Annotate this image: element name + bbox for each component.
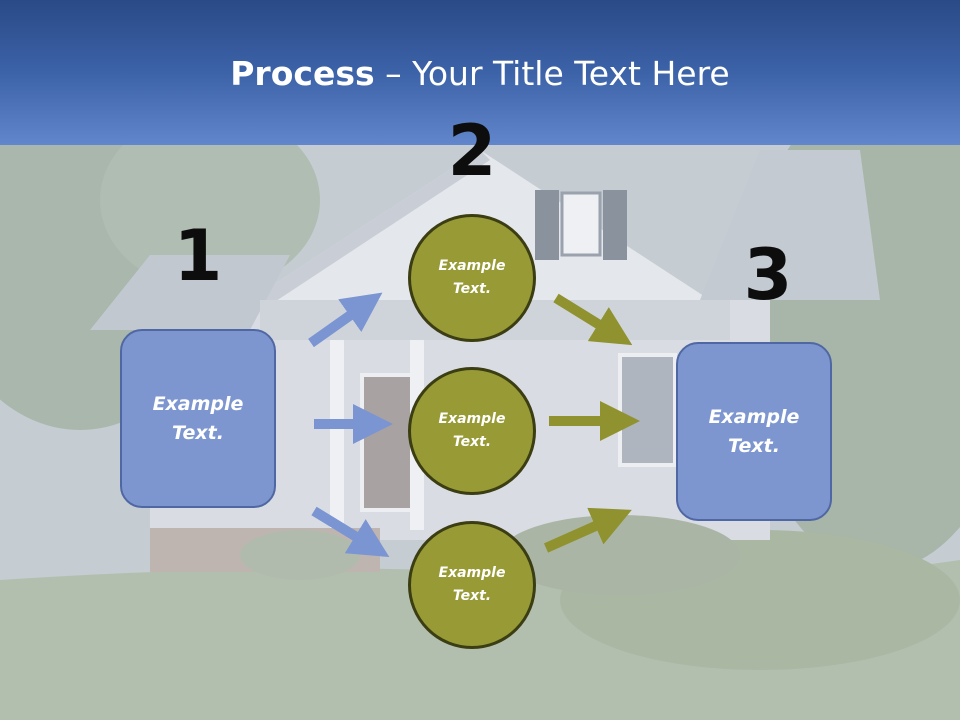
title-band: Process – Your Title Text Here bbox=[0, 0, 960, 145]
arrow-circle-top-to-box bbox=[553, 293, 633, 346]
right-process-box[interactable]: Example Text. bbox=[676, 342, 832, 521]
circle-bottom-line-2: Text. bbox=[452, 588, 492, 604]
arrow-box-to-circle-bottom bbox=[311, 506, 390, 558]
arrow-box-to-circle-top bbox=[308, 292, 383, 348]
circle-middle[interactable]: Example Text. bbox=[408, 367, 536, 495]
step-number-3: 3 bbox=[743, 234, 793, 316]
step-number-1: 1 bbox=[173, 215, 223, 297]
circle-bottom-label: Example Text. bbox=[439, 562, 506, 608]
right-box-line-2: Text. bbox=[728, 434, 780, 457]
slide-title: Process – Your Title Text Here bbox=[0, 52, 960, 96]
right-box-line-1: Example bbox=[708, 405, 800, 428]
left-box-line-2: Text. bbox=[172, 421, 224, 444]
circle-top-line-1: Example bbox=[438, 258, 506, 274]
circle-top-label: Example Text. bbox=[439, 255, 506, 301]
step-number-2: 2 bbox=[447, 110, 497, 192]
right-box-label: Example Text. bbox=[709, 403, 800, 461]
title-strong-part: Process bbox=[230, 54, 375, 93]
left-box-line-1: Example bbox=[152, 392, 244, 415]
title-rest-part: – Your Title Text Here bbox=[374, 54, 730, 93]
circle-top[interactable]: Example Text. bbox=[408, 214, 536, 342]
circle-top-line-2: Text. bbox=[452, 281, 492, 297]
left-process-box[interactable]: Example Text. bbox=[120, 329, 276, 508]
circle-bottom[interactable]: Example Text. bbox=[408, 521, 536, 649]
circle-bottom-line-1: Example bbox=[438, 565, 506, 581]
arrow-circle-bottom-to-box bbox=[543, 507, 632, 553]
circle-middle-label: Example Text. bbox=[439, 408, 506, 454]
circle-middle-line-1: Example bbox=[438, 411, 506, 427]
circle-middle-line-2: Text. bbox=[452, 434, 492, 450]
left-box-label: Example Text. bbox=[153, 390, 244, 448]
